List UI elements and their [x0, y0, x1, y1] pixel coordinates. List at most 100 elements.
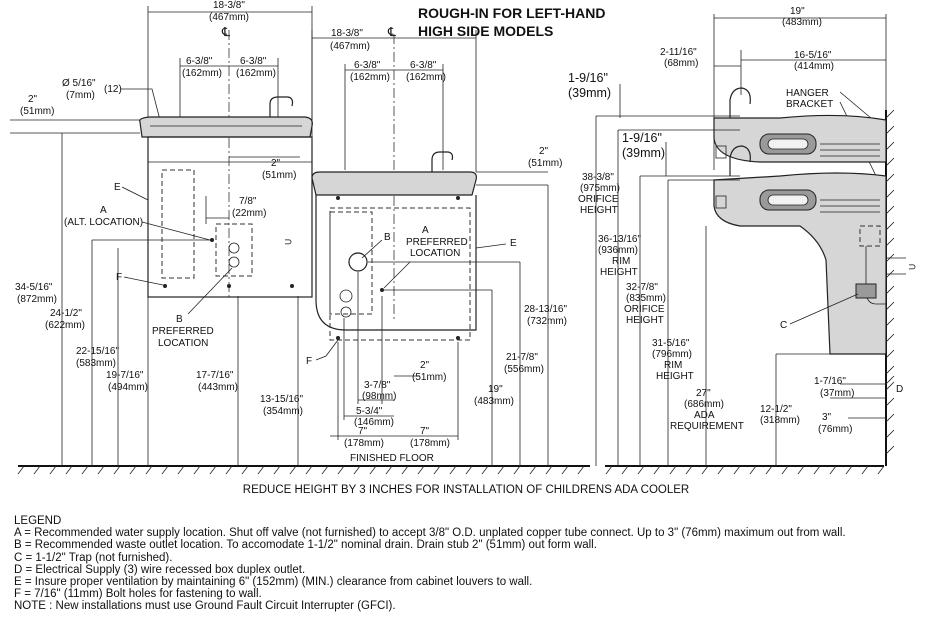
dim-h-361316-l1: RIM — [612, 256, 630, 267]
legend-e: E = Insure proper ventilation by maintai… — [14, 576, 533, 589]
label-hanger: HANGER — [786, 88, 829, 99]
dim-h-221516: 22-15/16" — [76, 346, 119, 357]
dim-overall-width-mm: (467mm) — [209, 12, 249, 23]
dim-h-3-mm: (76mm) — [818, 424, 852, 435]
dim-half-right-mm: (162mm) — [236, 68, 276, 79]
label-bracket: BRACKET — [786, 99, 833, 110]
dim-h-3838-mm: (975mm) — [580, 183, 620, 194]
dim-2-11-16: 2-11/16" — [660, 47, 697, 58]
label-f-left: F — [116, 272, 122, 283]
dim-depth-mm: (483mm) — [782, 17, 822, 28]
receptacle-side: ⊃ — [908, 262, 916, 273]
dim-h-27-mm: (686mm) — [684, 399, 724, 410]
dim-half-right2-mm: (162mm) — [406, 72, 446, 83]
dim-h-31516: 31-5/16" — [652, 338, 690, 349]
label-b-location: LOCATION — [158, 338, 208, 349]
dim-h-131516-mm: (354mm) — [263, 406, 303, 417]
dim-half-left2-mm: (162mm) — [350, 72, 390, 83]
label-a-preferred: A — [422, 225, 429, 236]
dim-half-left-mm: (162mm) — [182, 68, 222, 79]
dim-w-7a-mm: (178mm) — [344, 438, 384, 449]
dim-half-right: 6-3/8" — [240, 56, 267, 67]
finished-floor-label: FINISHED FLOOR — [350, 453, 434, 464]
centerline-right: ℄ — [387, 25, 397, 39]
legend-b: B = Recommended waste outlet location. T… — [14, 539, 597, 552]
dim-h-17716-mm: (443mm) — [198, 382, 238, 393]
legend-d: D = Electrical Supply (3) wire recessed … — [14, 563, 306, 576]
dim-h-3278: 32-7/8" — [626, 282, 658, 293]
legend-note: NOTE : New installations must use Ground… — [14, 600, 396, 613]
dim-big-1916-b-mm: (39mm) — [622, 146, 665, 160]
label-a-alt-location: (ALT. LOCATION) — [64, 217, 143, 228]
dim-offset-2-mid: 2" — [271, 158, 281, 169]
label-a-alt: A — [100, 205, 107, 216]
finished-floor-line — [17, 465, 885, 475]
dim-h-2412-mm: (622mm) — [45, 320, 85, 331]
label-b-right: B — [384, 232, 391, 243]
dim-h-19716-mm: (494mm) — [108, 382, 148, 393]
dim-h-31516-l1: RIM — [664, 360, 682, 371]
dim-h-2178-mm: (556mm) — [504, 364, 544, 375]
receptacle-symbol: ⊃ — [284, 237, 292, 248]
dim-h-3838-l2: HEIGHT — [580, 205, 618, 216]
dim-h-3278-l1: ORIFICE — [624, 304, 665, 315]
dim-h-1716: 1-7/16" — [814, 376, 846, 387]
legend-a: A = Recommended water supply location. S… — [14, 527, 846, 540]
dim-w-2: 2" — [420, 360, 430, 371]
dim-w-534-mm: (146mm) — [354, 417, 394, 428]
label-a-location: LOCATION — [410, 248, 460, 259]
dim-half-left2: 6-3/8" — [354, 60, 381, 71]
dim-hole-dia: Ø 5/16" — [62, 78, 96, 89]
dim-h-281316-mm: (732mm) — [527, 316, 567, 327]
dim-h-361316-l2: HEIGHT — [600, 267, 638, 278]
centerline-left: ℄ — [221, 25, 231, 39]
dim-w-7b: 7" — [420, 426, 430, 437]
childrens-ada-footnote: REDUCE HEIGHT BY 3 INCHES FOR INSTALLATI… — [242, 484, 690, 496]
dim-h-281316: 28-13/16" — [524, 304, 567, 315]
legend-f: F = 7/16" (11mm) Bolt holes for fastenin… — [14, 588, 262, 601]
dim-w-534: 5-3/4" — [356, 406, 383, 417]
dim-offset-2-mid-mm: (51mm) — [262, 170, 296, 181]
dim-w-2-mm: (51mm) — [412, 372, 446, 383]
dim-top-offset: 2" — [28, 94, 38, 105]
dim-h-3278-l2: HEIGHT — [626, 315, 664, 326]
dim-h-1212-mm: (318mm) — [760, 415, 800, 426]
dim-h-3: 3" — [822, 412, 832, 423]
dim-h-34516-mm: (872mm) — [17, 294, 57, 305]
dim-offset-78: 7/8" — [239, 196, 257, 207]
label-d: D — [896, 384, 903, 395]
legend: LEGEND A = Recommended water supply loca… — [14, 515, 924, 613]
dim-h-27: 27" — [696, 388, 711, 399]
dim-h-31516-l2: HEIGHT — [656, 371, 694, 382]
dim-16-5-16: 16-5/16" — [794, 50, 832, 61]
label-f-bottom: F — [306, 356, 312, 367]
dim-h-31516-mm: (796mm) — [652, 349, 692, 360]
dim-depth: 19" — [790, 6, 805, 17]
dim-h-27-l1: ADA — [694, 410, 715, 421]
dim-offset-2-right: 2" — [539, 146, 549, 157]
dim-h-19: 19" — [488, 384, 503, 395]
dim-h-19-mm: (483mm) — [474, 396, 514, 407]
dim-half-right2: 6-3/8" — [410, 60, 437, 71]
dim-overall-width: 18-3/8" — [213, 0, 245, 11]
dim-h-2178: 21-7/8" — [506, 352, 538, 363]
dim-w-378-mm: (98mm) — [362, 391, 396, 402]
dim-width2: 18-3/8" — [331, 28, 363, 39]
drawing-title-line2: HIGH SIDE MODELS — [418, 23, 553, 39]
legend-heading: LEGEND — [14, 515, 62, 527]
dim-h-19716: 19-7/16" — [106, 370, 144, 381]
dim-half-left: 6-3/8" — [186, 56, 213, 67]
dim-h-3278-mm: (835mm) — [626, 293, 666, 304]
dim-offset-78-mm: (22mm) — [232, 208, 266, 219]
dim-big-1916-a-mm: (39mm) — [568, 86, 611, 100]
front-view-low-unit: 18-3/8" (467mm) ℄ 6-3/8" (162mm) 6-3/8" … — [284, 25, 567, 466]
label-c: C — [780, 320, 787, 331]
dim-h-1212: 12-1/2" — [760, 404, 792, 415]
dim-w-7a: 7" — [358, 426, 368, 437]
label-a-preferred-text: PREFERRED — [406, 237, 468, 248]
dim-h-17716: 17-7/16" — [196, 370, 234, 381]
dim-w-378: 3-7/8" — [364, 380, 391, 391]
dim-h-361316: 36-13/16" — [598, 234, 641, 245]
front-view-high-unit: 18-3/8" (467mm) ℄ 6-3/8" (162mm) 6-3/8" … — [10, 0, 313, 466]
hole-count: (12) — [104, 84, 122, 95]
